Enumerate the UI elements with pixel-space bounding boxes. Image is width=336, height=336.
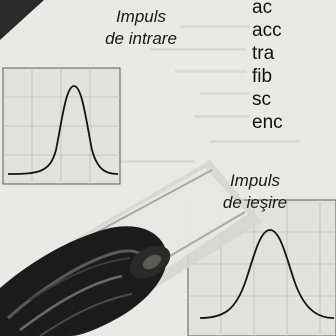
output-pulse-label: Impuls de ieşire [200,170,310,214]
input-pulse-label: Impuls de intrare [76,6,206,50]
body-text-line: tra [252,42,336,65]
body-text-line: ac [252,0,336,19]
body-text-line: acc [252,19,336,42]
output-pulse-label-line2: de ieşire [200,192,310,214]
body-text-line: fib [252,65,336,88]
input-pulse-panel [3,68,120,184]
output-pulse-label-line1: Impuls [200,170,310,192]
body-text-fragment: ac acc tra fib sc enc [252,0,336,134]
body-text-line: sc [252,88,336,111]
input-pulse-label-line1: Impuls [76,6,206,28]
input-pulse-label-line2: de intrare [76,28,206,50]
body-text-line: enc [252,111,336,134]
